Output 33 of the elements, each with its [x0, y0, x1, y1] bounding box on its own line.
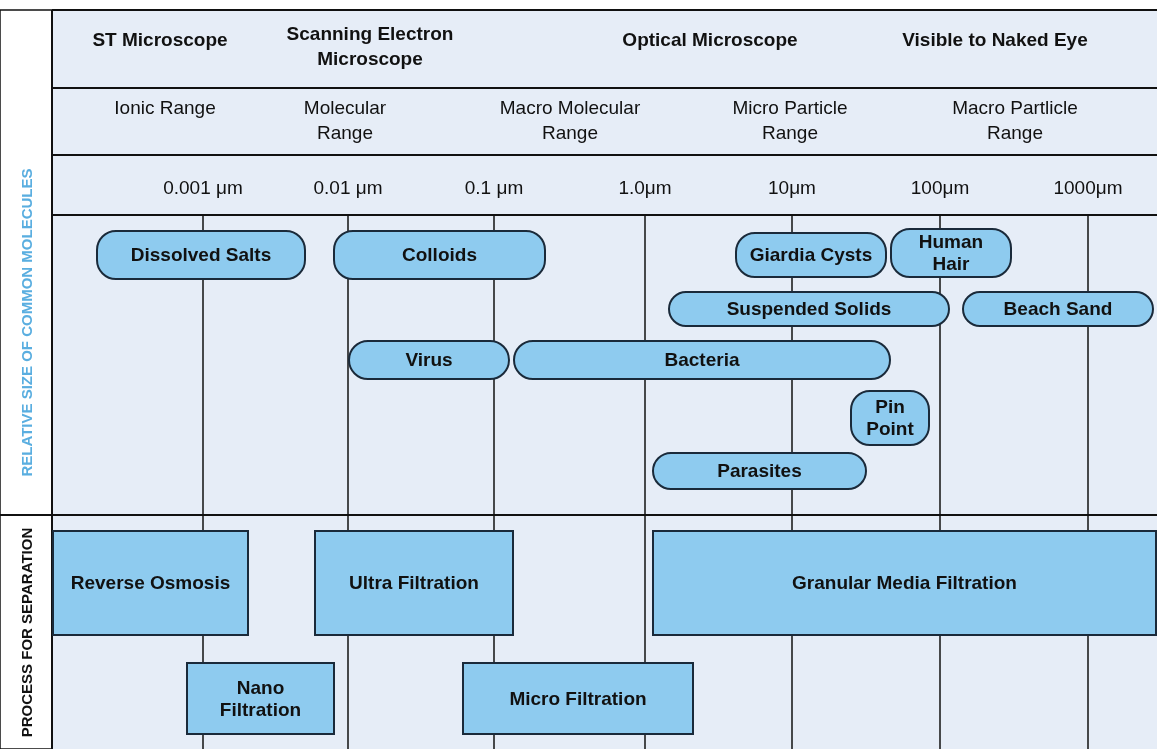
- size-range-pill: Giardia Cysts: [735, 232, 887, 278]
- size-range-pill: Virus: [348, 340, 510, 380]
- size-range-pill: Colloids: [333, 230, 546, 280]
- process-box: Ultra Filtration: [314, 530, 514, 636]
- size-range-pill: Beach Sand: [962, 291, 1154, 327]
- process-box: Granular Media Filtration: [652, 530, 1157, 636]
- range-label: Macro Molecular Range: [498, 96, 642, 145]
- microscope-heading: ST Microscope: [91, 28, 229, 52]
- microscope-heading: Scanning Electron Microscope: [285, 22, 455, 71]
- scale-tick-label: 1.0μm: [617, 176, 673, 200]
- section-title: PROCESS FOR SEPARATION: [17, 527, 35, 737]
- range-label: Ionic Range: [113, 96, 217, 120]
- scale-tick-label: 10μm: [767, 176, 817, 200]
- size-range-pill: Dissolved Salts: [96, 230, 306, 280]
- range-label: Micro Particle Range: [731, 96, 849, 145]
- scale-tick-label: 0.01 μm: [312, 176, 384, 200]
- size-range-pill: Suspended Solids: [668, 291, 950, 327]
- scale-tick-label: 0.001 μm: [162, 176, 244, 200]
- process-box: Nano Filtration: [186, 662, 335, 735]
- scale-tick-label: 100μm: [909, 176, 971, 200]
- size-range-pill: Parasites: [652, 452, 867, 490]
- range-label: Macro Partlicle Range: [951, 96, 1079, 145]
- size-range-pill: Pin Point: [850, 390, 930, 446]
- process-box: Reverse Osmosis: [52, 530, 249, 636]
- section-title: RELATIVE SIZE OF COMMON MOLECULES: [17, 167, 35, 477]
- microscope-heading: Optical Microscope: [621, 28, 799, 52]
- range-label: Molecular Range: [302, 96, 388, 145]
- microscope-heading: Visible to Naked Eye: [901, 28, 1089, 52]
- scale-tick-label: 1000μm: [1052, 176, 1124, 200]
- process-box: Micro Filtration: [462, 662, 694, 735]
- size-range-pill: Human Hair: [890, 228, 1012, 278]
- scale-tick-label: 0.1 μm: [463, 176, 525, 200]
- size-range-pill: Bacteria: [513, 340, 891, 380]
